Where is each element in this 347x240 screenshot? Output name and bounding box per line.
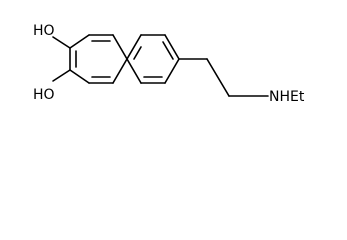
top-hydroxyl-label: HO [33,23,55,39]
bond [126,34,142,60]
side-chain-bond-2 [206,58,230,97]
left-ring [69,34,128,84]
right-ring [126,34,180,84]
amine-group-label: NHEt [269,89,305,105]
chemical-structure-diagram: HO HO NHEt [33,23,305,105]
bond [126,58,142,84]
bond [164,34,180,60]
bond [69,69,90,84]
bond [112,58,128,84]
hydroxyl-bond-bottom [52,69,71,82]
hydroxyl-bond-top [52,36,71,49]
bond [69,34,90,49]
fused-ring-inner-bond [133,46,142,60]
bottom-hydroxyl-label: HO [33,87,55,103]
bond [164,58,180,84]
double-bond-inner [162,41,174,60]
bond [112,34,128,60]
